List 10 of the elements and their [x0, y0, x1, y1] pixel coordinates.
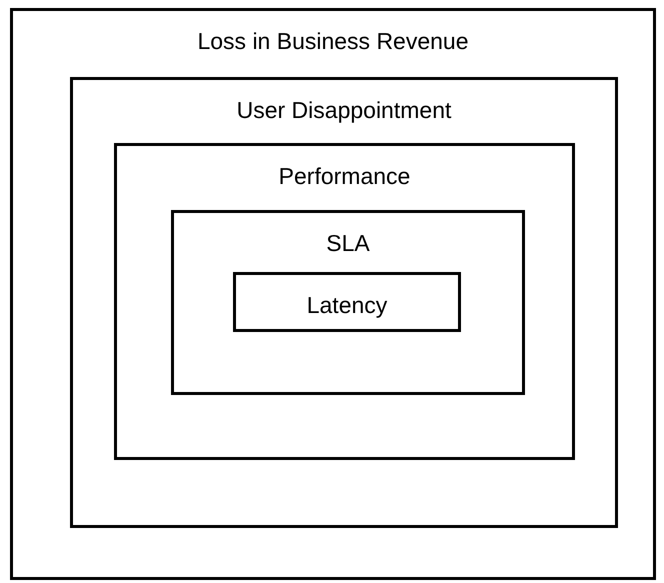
box-label: Latency	[306, 291, 388, 319]
nested-box	[10, 8, 656, 580]
nested-box	[233, 272, 461, 332]
nested-box	[171, 210, 525, 395]
box-label: Loss in Business Revenue	[196, 27, 470, 55]
nested-box	[114, 143, 575, 460]
box-label: Performance	[278, 162, 412, 190]
nested-box	[70, 77, 618, 528]
box-label: SLA	[325, 229, 371, 257]
box-label: User Disappointment	[236, 96, 452, 124]
